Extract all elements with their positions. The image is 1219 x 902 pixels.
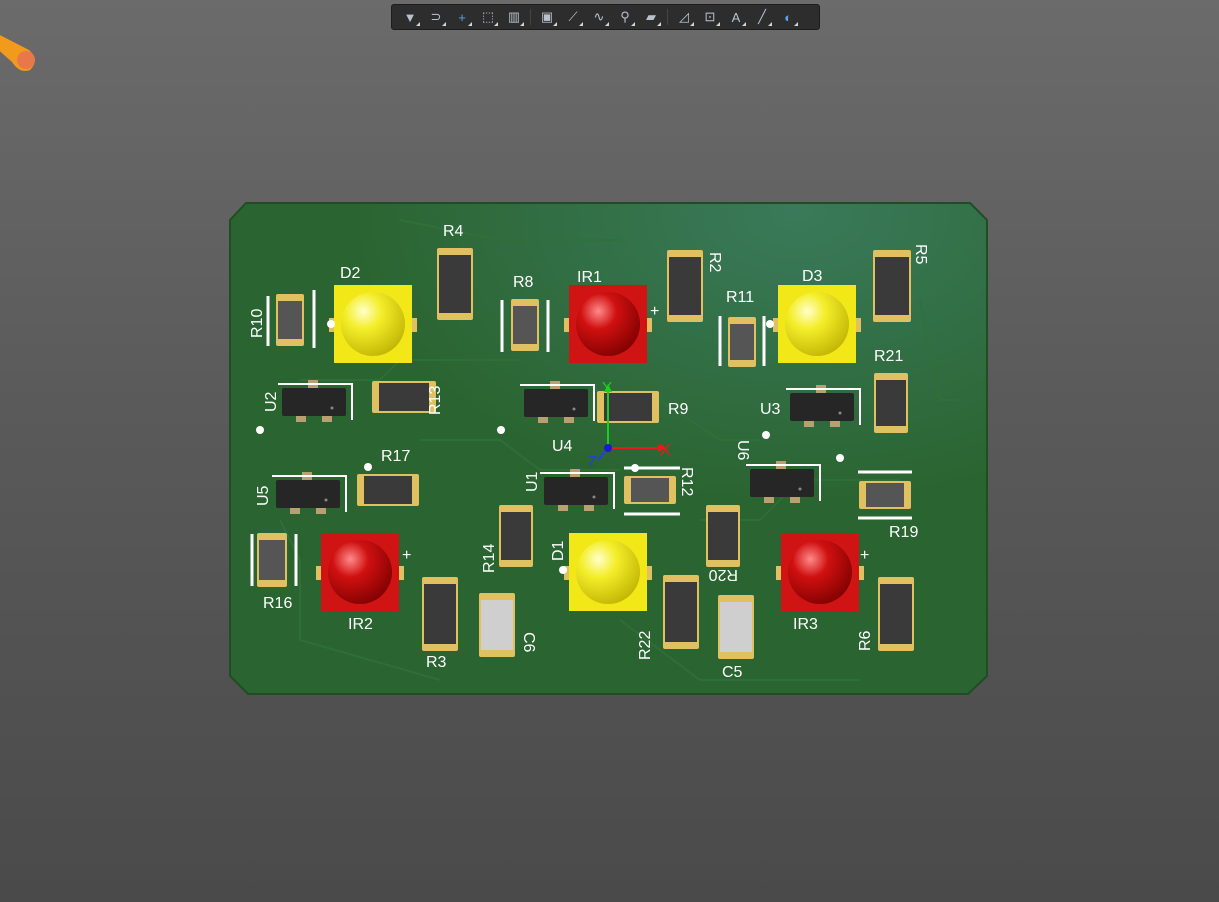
component-R5[interactable]: [873, 250, 911, 322]
ref-label-r3: R3: [426, 654, 447, 671]
ref-label-u2: U2: [263, 391, 280, 412]
component-R22[interactable]: [663, 575, 699, 649]
ref-label-r16: R16: [263, 595, 292, 612]
dimension-icon[interactable]: ⊡: [698, 6, 722, 28]
route-icon[interactable]: ⟋: [561, 6, 585, 28]
polarity-mark-3: +: [860, 547, 869, 564]
snap-icon[interactable]: ⊃: [424, 6, 448, 28]
component-R21[interactable]: [874, 373, 908, 433]
component-R13[interactable]: [372, 381, 436, 413]
silkscreen-marks: [250, 290, 912, 586]
component-icon[interactable]: ▣: [535, 6, 559, 28]
cursor-indicator-icon: [0, 35, 35, 71]
component-R12[interactable]: [624, 476, 676, 504]
ref-label-u1: U1: [524, 471, 541, 492]
polarity-mark-1: +: [650, 303, 659, 320]
align-icon[interactable]: ▥: [502, 6, 526, 28]
ref-label-r19: R19: [889, 524, 918, 541]
component-R3[interactable]: [422, 577, 458, 651]
component-C6[interactable]: [479, 593, 515, 657]
origin-axis-gizmo: X Y Z: [588, 379, 671, 470]
ref-label-r17: R17: [381, 448, 410, 465]
ref-label-d2: D2: [340, 265, 361, 282]
ref-label-d1: D1: [550, 540, 567, 561]
component-U5[interactable]: [272, 472, 347, 514]
ref-label-r10: R10: [249, 309, 266, 338]
polarity-mark-2: +: [402, 547, 411, 564]
ref-label-r2: R2: [706, 252, 723, 273]
axis-label-y: Y: [602, 379, 612, 396]
ref-label-r5: R5: [912, 244, 929, 265]
component-R17[interactable]: [357, 474, 419, 506]
axis-label-z: Z: [588, 453, 597, 470]
component-R2[interactable]: [667, 250, 703, 322]
text-icon[interactable]: A: [724, 6, 748, 28]
component-D1[interactable]: [564, 533, 652, 611]
probe-icon[interactable]: ⚲: [613, 6, 637, 28]
component-R19[interactable]: [859, 481, 911, 509]
component-IR2[interactable]: [316, 533, 404, 611]
ref-label-ir1: IR1: [577, 269, 602, 286]
measure-icon[interactable]: ◿: [672, 6, 696, 28]
component-R9[interactable]: [597, 391, 659, 423]
view-toolbar: ▼⊃+⬚▥ ▣⟋∿⚲▰ ◿⊡A╱◐: [391, 4, 820, 30]
component-R20[interactable]: [706, 505, 740, 567]
axis-label-x: X: [660, 442, 671, 459]
filter-icon[interactable]: ▼: [398, 6, 422, 28]
ref-label-r9: R9: [668, 401, 689, 418]
toolbar-separator: [530, 9, 531, 25]
component-R16[interactable]: [257, 533, 287, 587]
ref-label-r14: R14: [481, 544, 498, 573]
toolbar-separator: [667, 9, 668, 25]
ref-label-r11: R11: [726, 289, 754, 306]
ref-label-r4: R4: [443, 223, 464, 240]
ref-label-r8: R8: [513, 274, 534, 291]
board-traces: [279, 219, 960, 681]
select-rect-icon[interactable]: ⬚: [476, 6, 500, 28]
layer-stack-icon[interactable]: ▰: [639, 6, 663, 28]
ref-label-c6: C6: [520, 632, 537, 653]
component-IR3[interactable]: [776, 533, 864, 611]
component-U3[interactable]: [786, 385, 861, 427]
ref-label-c5: C5: [722, 664, 743, 681]
component-R14[interactable]: [499, 505, 533, 567]
ref-label-r21: R21: [874, 348, 903, 365]
component-D3[interactable]: [773, 285, 861, 363]
ref-label-d3: D3: [802, 268, 823, 285]
component-R10[interactable]: [276, 294, 304, 346]
ref-label-r12: R12: [678, 467, 695, 496]
component-R4[interactable]: [437, 248, 473, 320]
ref-label-u4: U4: [552, 438, 573, 455]
component-R8[interactable]: [511, 299, 539, 351]
component-R11[interactable]: [728, 317, 756, 367]
component-U4[interactable]: [520, 381, 595, 423]
view-3d-icon[interactable]: ◐: [776, 6, 800, 28]
ref-label-u3: U3: [760, 401, 781, 418]
ref-label-r6: R6: [857, 630, 874, 651]
ref-label-r22: R22: [637, 631, 654, 660]
component-U2[interactable]: [278, 380, 353, 422]
component-D2[interactable]: [329, 285, 417, 363]
interactive-route-icon[interactable]: ∿: [587, 6, 611, 28]
component-C5[interactable]: [718, 595, 754, 659]
ref-label-ir2: IR2: [348, 616, 373, 633]
ref-label-ir3: IR3: [793, 616, 818, 633]
component-R6[interactable]: [878, 577, 914, 651]
ref-label-r13: R13: [427, 386, 444, 415]
crosshair-icon[interactable]: +: [450, 6, 474, 28]
ref-label-r20: R20: [709, 566, 738, 583]
component-U1[interactable]: [540, 469, 615, 511]
ref-label-u5: U5: [255, 485, 272, 506]
component-IR1[interactable]: [564, 285, 652, 363]
component-U6[interactable]: [746, 461, 821, 503]
ref-label-u6: U6: [734, 440, 751, 461]
line-icon[interactable]: ╱: [750, 6, 774, 28]
